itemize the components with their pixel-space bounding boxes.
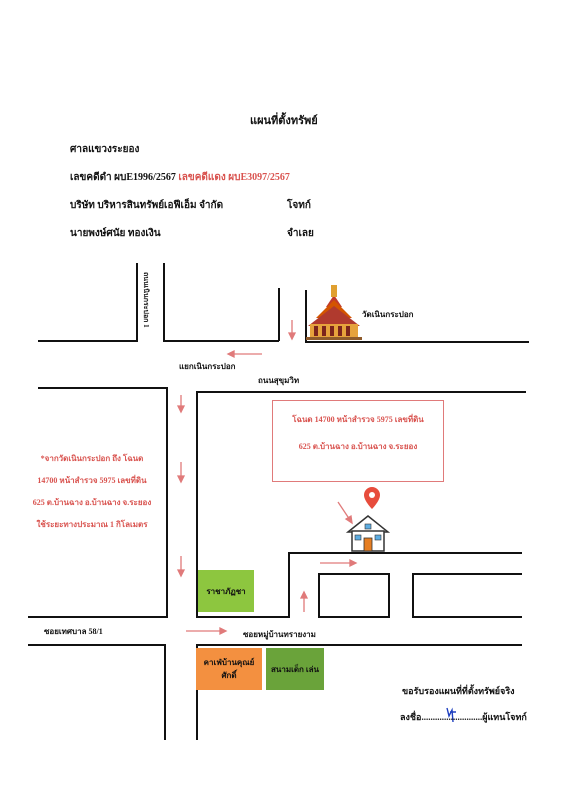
road-line [318,573,390,575]
road-line [288,552,522,554]
soi-main-label: ซอยหมู่บ้านทรายงาม [243,630,316,639]
road-line [412,573,414,617]
deed-line: โฉนด 14700 หน้าสำรวจ 5975 เลขที่ดิน [292,415,424,424]
road-line [28,644,164,646]
route-note-line: ใช้ระยะทางประมาณ 1 กิโลเมตร [36,520,148,529]
plaintiff-role: โจทก์ [287,200,311,211]
place-green-bottom: สนามเด็ก เล่น [266,648,324,690]
soi-left-label: ซอยเทศบาล 58/1 [44,627,103,636]
deed-line: 625 ต.บ้านฉาง อ.บ้านฉาง จ.ระยอง [298,442,418,451]
court-name: ศาลแขวงระยอง [70,144,140,155]
case-black: เลขคดีดำ ผบE1996/2567 [70,172,176,183]
place-orange: คาเฟ่บ้านคุณย์ ศักดิ์ [196,648,262,690]
road-line [196,391,198,617]
plaintiff-name: บริษัท บริหารสินทรัพย์เอฟีเอ็ม จำกัด [70,200,224,211]
road-line [196,616,290,618]
road-line [164,644,166,740]
route-note-line: *จากวัดเนินกระปอก ถึง โฉนด [40,454,144,463]
location-pin-icon [364,487,380,509]
deed-box: โฉนด 14700 หน้าสำรวจ 5975 เลขที่ดิน 625 … [272,400,444,482]
sign-dots: .......... [459,712,483,722]
road-line [318,573,320,617]
road-line [163,340,279,342]
sukhumvit-label: ถนนสุขุมวิท [258,376,300,385]
route-note-line: 14700 หน้าสำรวจ 5975 เลขที่ดิน [37,476,147,485]
sign-prefix: ลงชื่อ [400,712,422,722]
sign-suffix: ผู้แทนโจทก์ [482,712,527,722]
defendant-name: นายพงษ์ศนัย ทองเงิน [70,228,161,239]
junction-label: แยกเนินกระปอก [179,362,236,371]
road-line [196,644,198,740]
road-line [198,391,526,393]
road-line [136,263,138,341]
road-line [163,263,165,341]
case-numbers: เลขคดีดำ ผบE1996/2567 เลขคดีแดง ผบE3097/… [70,170,290,185]
place-green-top: ราชาภัฏชา [198,570,254,612]
signature-line: ลงชื่อ...........................ผู้แทนโ… [400,710,527,724]
road-line [166,387,168,617]
route-note-line: 625 ต.บ้านฉาง อ.บ้านฉาง จ.ระยอง [32,498,152,507]
road-line [288,552,290,618]
house-icon [345,515,391,552]
sign-dots: ................. [421,712,460,722]
route-arrows [176,320,358,636]
road-line [412,573,522,575]
defendant-role: จำเลย [287,228,314,239]
road-line [305,290,307,342]
road-line [388,573,390,617]
road-line [318,616,390,618]
road-line [278,288,280,341]
route-note: *จากวัดเนินกระปอก ถึง โฉนด 14700 หน้าสำร… [22,448,162,536]
signature-mark [446,707,456,723]
road-line [28,616,168,618]
case-red: เลขคดีแดง ผบE3097/2567 [178,172,290,183]
temple-label: วัดเนินกระปอก [362,310,414,319]
road-line [305,341,529,343]
temple-icon [306,285,362,340]
certify-line: ขอรับรองแผนที่ที่ตั้งทรัพย์จริง [402,686,515,696]
road-line [412,616,522,618]
page-title: แผนที่ตั้งทรัพย์ [250,115,318,127]
road-line [196,644,522,646]
road-line [38,340,138,342]
road-line [38,387,168,389]
